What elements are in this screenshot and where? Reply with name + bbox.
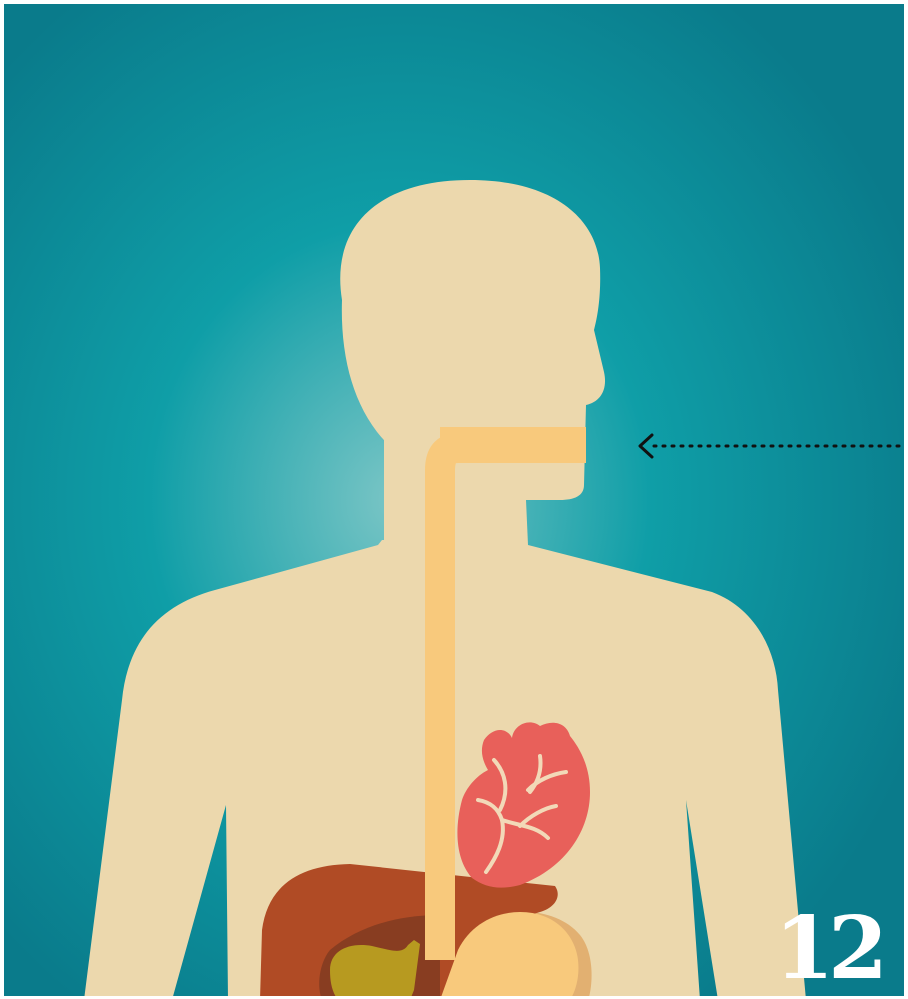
mouth-cavity [440, 427, 586, 463]
page-number: 12 [774, 906, 882, 992]
gallbladder [330, 940, 420, 998]
